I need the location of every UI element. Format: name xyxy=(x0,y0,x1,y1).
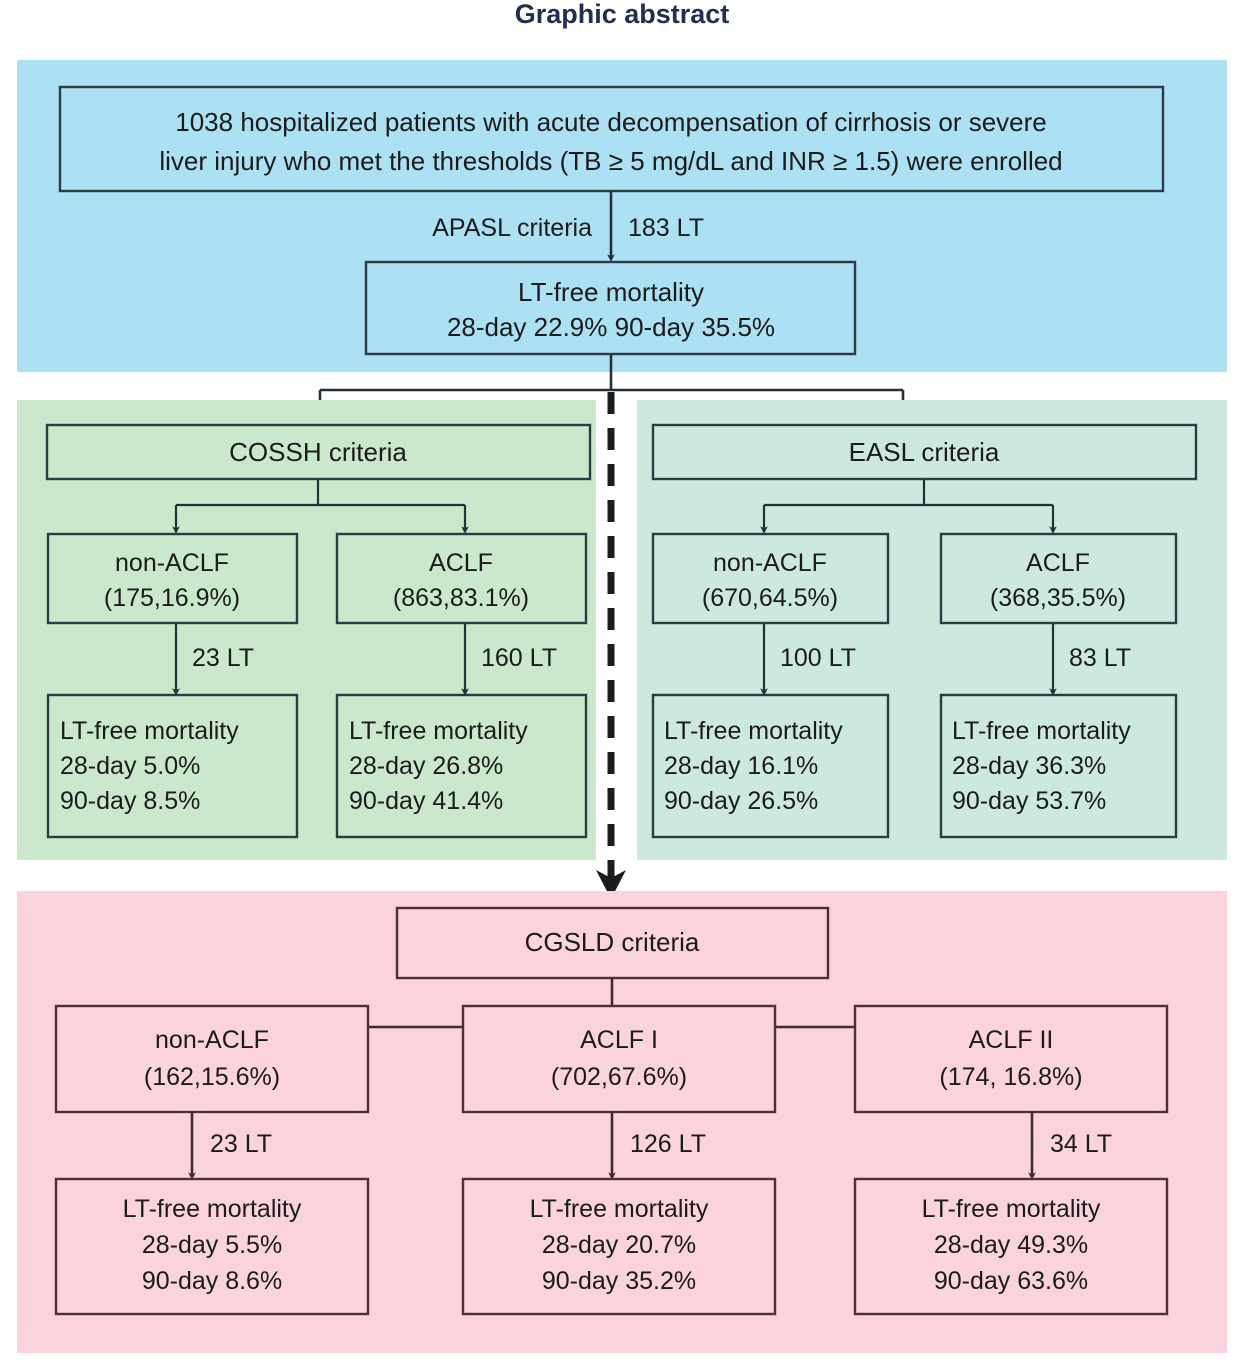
easl-aclf-mortality-90day: 90-day 53.7% xyxy=(952,787,1106,815)
easl-aclf-mortality-28day: 28-day 36.3% xyxy=(952,752,1106,780)
cgsld-aclf2-name: ACLF II xyxy=(969,1026,1054,1054)
cgsld-aclf2-box xyxy=(853,1004,1169,1114)
easl-aclf-mortality-heading: LT-free mortality xyxy=(952,717,1131,745)
cossh-nonaclf-count: (175,16.9%) xyxy=(104,584,240,612)
cgsld-aclf1-box xyxy=(461,1004,777,1114)
apasl-criteria-label: APASL criteria xyxy=(432,214,592,242)
cossh-aclf-mortality-heading: LT-free mortality xyxy=(349,717,528,745)
cossh-nonaclf-lt-label: 23 LT xyxy=(192,644,254,672)
cgsld-nonaclf-name: non-ACLF xyxy=(155,1026,269,1054)
apasl-lt-label: 183 LT xyxy=(628,214,704,242)
enrollment-line-1: 1038 hospitalized patients with acute de… xyxy=(175,107,1047,137)
cgsld-nonaclf-mortality-box xyxy=(54,1177,370,1316)
easl-aclf-count: (368,35.5%) xyxy=(990,584,1126,612)
cgsld-aclf2-mortality-box xyxy=(853,1177,1169,1316)
cossh-aclf-lt-label: 160 LT xyxy=(481,644,557,672)
cossh-nonaclf-name: non-ACLF xyxy=(115,549,229,577)
cgsld-criteria-box xyxy=(395,906,830,980)
cossh-aclf-count: (863,83.1%) xyxy=(393,584,529,612)
cossh-aclf-name: ACLF xyxy=(429,549,493,577)
cgsld-aclf2-count: (174, 16.8%) xyxy=(939,1063,1082,1091)
cossh-nonaclf-mortality-28day: 28-day 5.0% xyxy=(60,752,200,780)
cossh-criteria-label: COSSH criteria xyxy=(229,437,407,467)
cossh-nonaclf-mortality-90day: 90-day 8.5% xyxy=(60,787,200,815)
cgsld-aclf2-mortality-28day: 28-day 49.3% xyxy=(934,1231,1088,1259)
easl-nonaclf-mortality-90day: 90-day 26.5% xyxy=(664,787,818,815)
cgsld-aclf1-mortality-heading: LT-free mortality xyxy=(530,1195,709,1223)
cgsld-nonaclf-count: (162,15.6%) xyxy=(144,1063,280,1091)
cossh-aclf-mortality-box xyxy=(335,693,588,839)
cossh-nonaclf-box xyxy=(46,532,299,625)
cgsld-nonaclf-mortality-heading: LT-free mortality xyxy=(123,1195,302,1223)
cgsld-nonaclf-box xyxy=(54,1004,370,1114)
page-title: Graphic abstract xyxy=(515,0,730,29)
cgsld-aclf2-mortality-heading: LT-free mortality xyxy=(922,1195,1101,1223)
easl-nonaclf-mortality-28day: 28-day 16.1% xyxy=(664,752,818,780)
cossh-nonaclf-mortality-heading: LT-free mortality xyxy=(60,717,239,745)
cossh-aclf-mortality-28day: 28-day 26.8% xyxy=(349,752,503,780)
easl-nonaclf-name: non-ACLF xyxy=(713,549,827,577)
cgsld-aclf1-name: ACLF I xyxy=(580,1026,658,1054)
easl-criteria-label: EASL criteria xyxy=(849,437,1000,467)
cgsld-aclf1-mortality-28day: 28-day 20.7% xyxy=(542,1231,696,1259)
easl-nonaclf-lt-label: 100 LT xyxy=(780,644,856,672)
cossh-nonaclf-mortality-box xyxy=(46,693,299,839)
cgsld-nonaclf-lt-label: 23 LT xyxy=(210,1130,272,1158)
easl-nonaclf-count: (670,64.5%) xyxy=(702,584,838,612)
cgsld-aclf1-lt-label: 126 LT xyxy=(630,1130,706,1158)
easl-nonaclf-box xyxy=(651,532,890,625)
cgsld-criteria-label: CGSLD criteria xyxy=(525,927,700,957)
easl-aclf-box xyxy=(939,532,1178,625)
apasl-mortality-heading: LT-free mortality xyxy=(518,277,704,307)
cgsld-aclf1-mortality-box xyxy=(461,1177,777,1316)
cgsld-aclf1-mortality-90day: 90-day 35.2% xyxy=(542,1267,696,1295)
cgsld-nonaclf-mortality-90day: 90-day 8.6% xyxy=(142,1267,282,1295)
easl-aclf-mortality-box xyxy=(939,693,1178,839)
easl-nonaclf-mortality-box xyxy=(651,693,890,839)
enrollment-line-2: liver injury who met the thresholds (TB … xyxy=(159,146,1062,176)
cgsld-nonaclf-mortality-28day: 28-day 5.5% xyxy=(142,1231,282,1259)
easl-aclf-lt-label: 83 LT xyxy=(1069,644,1131,672)
apasl-mortality-detail: 28-day 22.9% 90-day 35.5% xyxy=(447,312,775,342)
easl-nonaclf-mortality-heading: LT-free mortality xyxy=(664,717,843,745)
cossh-criteria-box xyxy=(45,423,592,481)
enrollment-box xyxy=(58,85,1165,193)
cgsld-aclf2-lt-label: 34 LT xyxy=(1050,1130,1112,1158)
cgsld-aclf1-count: (702,67.6%) xyxy=(551,1063,687,1091)
cossh-aclf-mortality-90day: 90-day 41.4% xyxy=(349,787,503,815)
cgsld-aclf2-mortality-90day: 90-day 63.6% xyxy=(934,1267,1088,1295)
easl-aclf-name: ACLF xyxy=(1026,549,1090,577)
cossh-aclf-box xyxy=(335,532,588,625)
easl-criteria-box xyxy=(651,423,1198,481)
